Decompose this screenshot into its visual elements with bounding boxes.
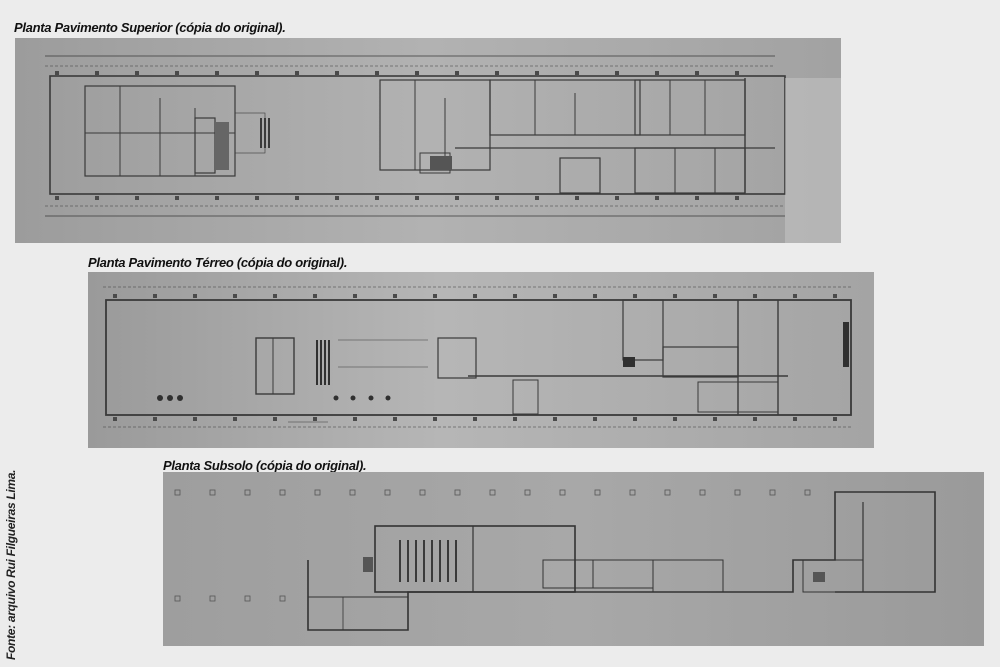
floor-plan-basement: [163, 472, 984, 646]
floor-plan-ground: [88, 272, 874, 448]
caption-basement: Planta Subsolo (cópia do original).: [163, 458, 367, 473]
floor-plan-upper: [15, 38, 841, 243]
caption-upper-floor: Planta Pavimento Superior (cópia do orig…: [14, 20, 286, 35]
caption-ground-floor: Planta Pavimento Térreo (cópia do origin…: [88, 255, 348, 270]
source-credit: Fonte: arquivo Rui Filgueiras Lima.: [4, 469, 18, 660]
